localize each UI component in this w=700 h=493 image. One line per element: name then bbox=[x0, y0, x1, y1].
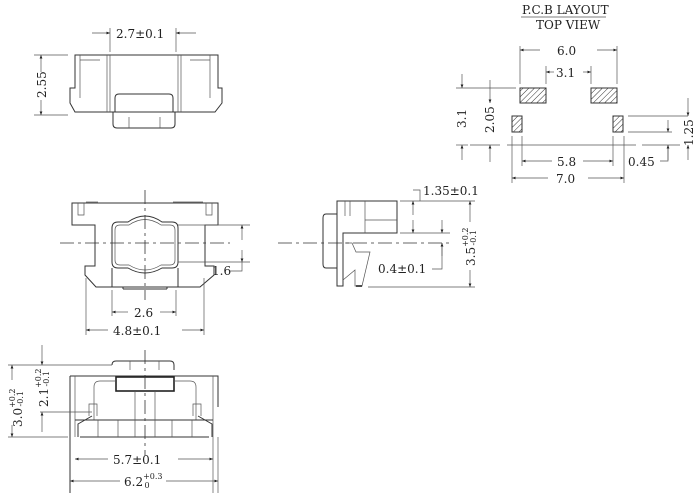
front-dim-2-6: 2.6 bbox=[134, 306, 153, 320]
pcb-dim-row-height: 3.1 bbox=[455, 109, 469, 128]
top-view: 2.7±0.1 2.55 bbox=[34, 27, 223, 129]
side-dim-3-5: 3.5+0.2-0.1 bbox=[461, 227, 478, 266]
top-view-width-dim: 2.7±0.1 bbox=[116, 27, 164, 41]
pcb-dim-6-0: 6.0 bbox=[557, 44, 576, 58]
pcb-dim-0-45: 0.45 bbox=[628, 155, 655, 169]
side-dim-0-4: 0.4±0.1 bbox=[378, 262, 426, 276]
bottom-dim-5-7: 5.7±0.1 bbox=[113, 453, 161, 467]
top-view-height-dim: 2.55 bbox=[35, 71, 49, 98]
pcb-layout: P.C.B LAYOUT TOP VIEW 6.0 3.1 3.1 2.05 5… bbox=[455, 3, 696, 186]
pcb-layout-subtitle: TOP VIEW bbox=[536, 18, 601, 32]
front-dim-1-6: 1.6 bbox=[212, 264, 231, 278]
bottom-dim-2-1: 2.1+0.2-0.1 bbox=[34, 368, 51, 407]
pcb-layout-title: P.C.B LAYOUT bbox=[522, 3, 609, 17]
pcb-dim-2-05: 2.05 bbox=[483, 106, 497, 133]
pcb-dim-5-8: 5.8 bbox=[557, 155, 576, 169]
pcb-dim-7-0: 7.0 bbox=[556, 172, 575, 186]
pad-right bbox=[590, 87, 618, 104]
side-view: 1.35±0.1 0.4±0.1 3.5+0.2-0.1 bbox=[278, 184, 479, 288]
small-pad-left bbox=[511, 115, 523, 133]
front-view: 1.6 2.6 4.8±0.1 bbox=[60, 190, 250, 338]
pcb-dim-3-1: 3.1 bbox=[556, 66, 575, 80]
pcb-dim-1-25: 1.25 bbox=[682, 119, 696, 146]
bottom-dim-3-0: 3.0+0.2-0.1 bbox=[8, 388, 25, 427]
side-dim-1-35: 1.35±0.1 bbox=[423, 184, 479, 198]
front-dim-4-8: 4.8±0.1 bbox=[113, 324, 161, 338]
small-pad-right bbox=[612, 115, 624, 133]
pad-left bbox=[519, 87, 547, 104]
